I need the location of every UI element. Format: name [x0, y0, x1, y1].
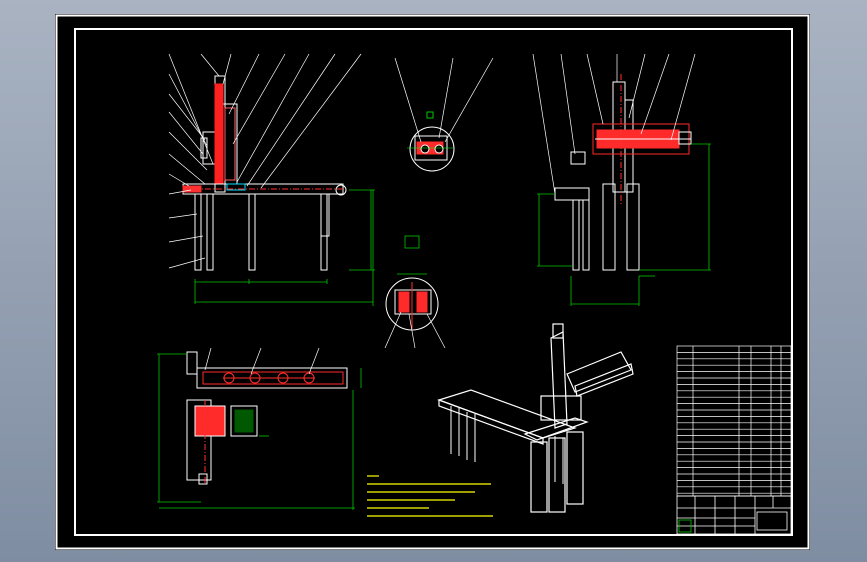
outer-border — [55, 14, 810, 550]
side-view — [532, 53, 711, 306]
top-view — [157, 347, 362, 510]
isometric-view — [437, 323, 634, 513]
parts-list — [676, 345, 792, 497]
inner-border — [74, 28, 793, 536]
column-section-hatch — [214, 83, 224, 185]
detail-i — [394, 57, 494, 172]
detail-ii — [384, 235, 446, 349]
front-view — [168, 53, 375, 306]
drawing-sheet — [55, 14, 810, 550]
title-block — [676, 495, 792, 535]
cad-canvas[interactable] — [55, 14, 810, 550]
technical-notes — [367, 475, 493, 517]
